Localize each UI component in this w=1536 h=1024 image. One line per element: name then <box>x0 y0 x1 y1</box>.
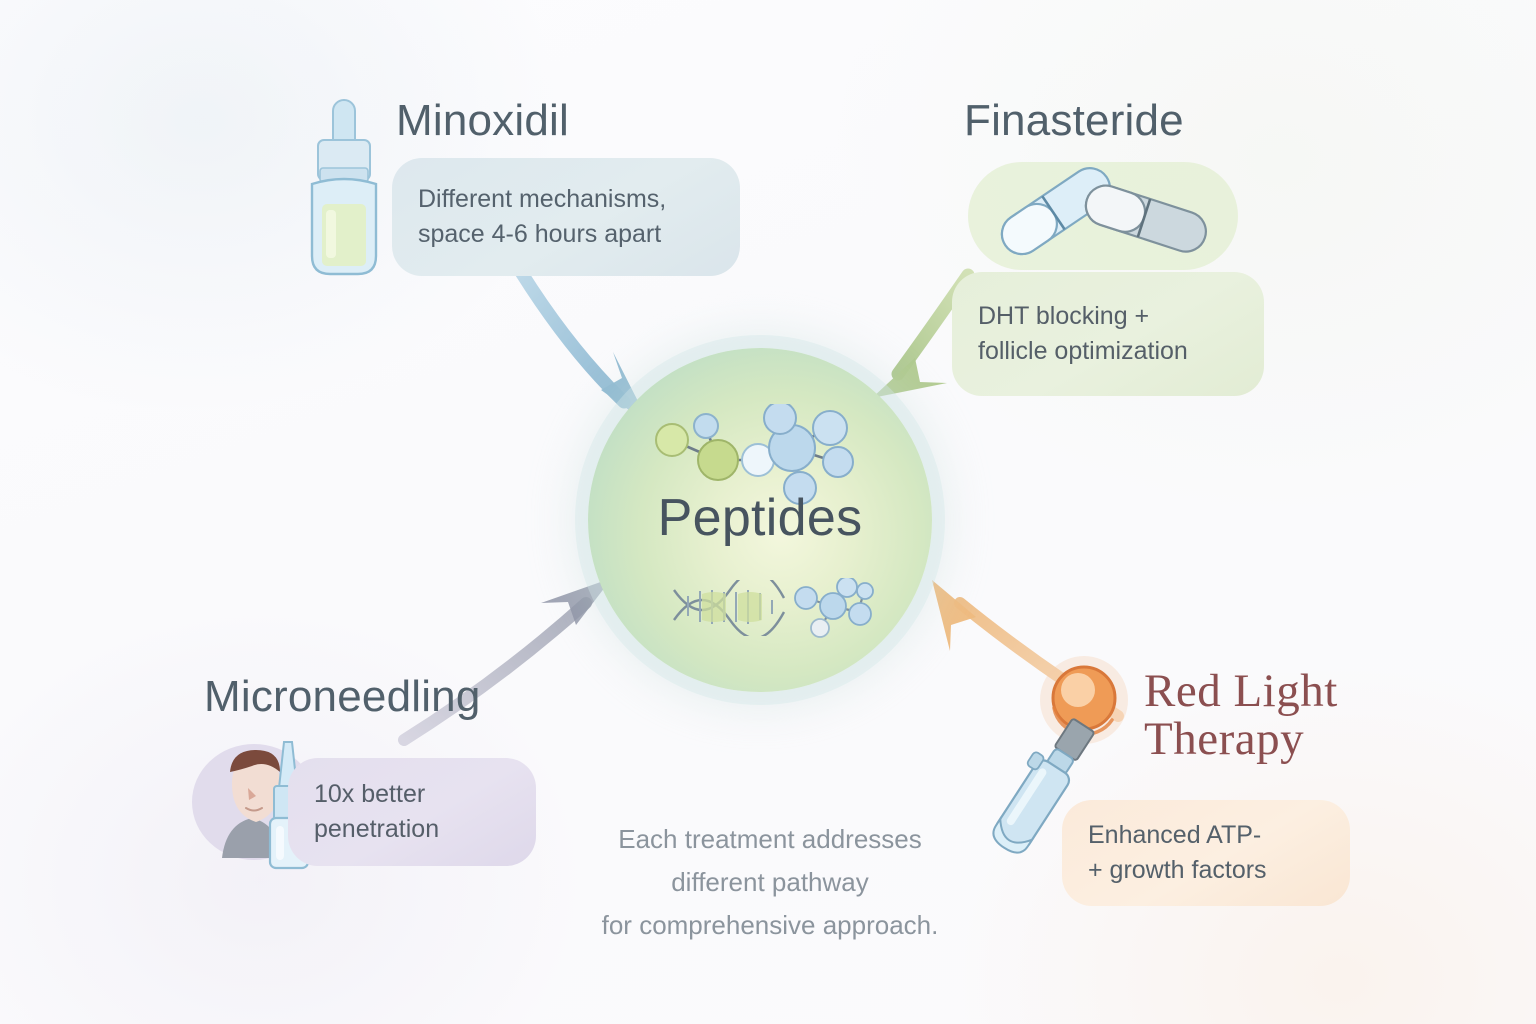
center-node-circle <box>588 348 932 692</box>
pill-capsules-icon <box>968 162 1238 270</box>
node-bubble-minoxidil: Different mechanisms, space 4-6 hours ap… <box>392 158 740 276</box>
summary-caption: Each treatment addresses different pathw… <box>601 824 939 941</box>
node-bubble-finasteride: DHT blocking + follicle optimization <box>952 272 1264 396</box>
node-bubble-red-light-therapy: Enhanced ATP- + growth factors <box>1062 800 1350 906</box>
node-heading-microneedling: Microneedling <box>204 672 481 721</box>
arrow-minoxidil-to-center <box>514 265 650 425</box>
dropper-bottle-icon <box>310 99 378 276</box>
node-bubble-microneedling: 10x better penetration <box>288 758 536 866</box>
node-heading-finasteride: Finasteride <box>964 96 1184 145</box>
node-heading-minoxidil: Minoxidil <box>396 96 569 145</box>
small-molecule-icon <box>794 578 874 638</box>
light-wand-icon <box>992 656 1128 854</box>
molecule-icon <box>655 404 854 505</box>
node-heading-red-light-therapy: Red Light Therapy <box>1144 665 1338 765</box>
dna-helix-icon <box>673 580 786 636</box>
center-node-label: Peptides <box>657 489 863 547</box>
